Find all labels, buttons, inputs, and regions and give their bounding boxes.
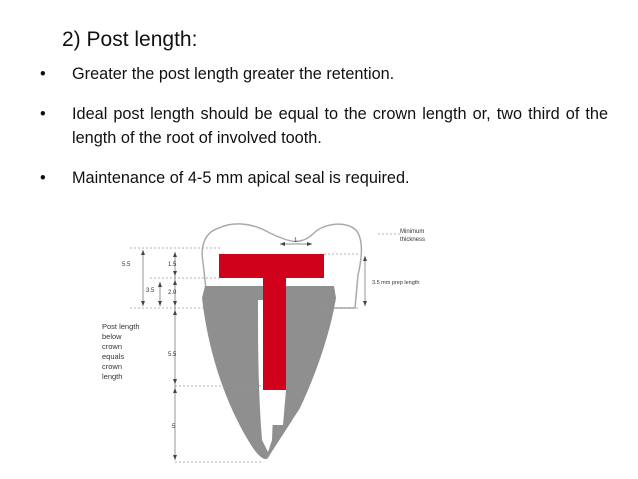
note-line: crown xyxy=(102,342,122,351)
minimum-thickness-label-2: thickness xyxy=(400,237,425,243)
slide-title: 2) Post length: xyxy=(62,28,198,51)
dim-1-label: 1 xyxy=(294,238,298,244)
v-5-label: 5 xyxy=(172,424,176,430)
left-5-5-label: 5.5 xyxy=(122,262,131,268)
bullet-text: Ideal post length should be equal to the… xyxy=(72,105,608,147)
guide-lines xyxy=(130,233,400,463)
prep-length-label: 3.5 mm prep length xyxy=(372,280,419,286)
note-line: Post length xyxy=(102,322,140,331)
post-length-note: Post length below crown equals crown len… xyxy=(102,322,140,381)
note-line: below xyxy=(102,332,122,341)
bullet-item: • Ideal post length should be equal to t… xyxy=(38,102,608,150)
note-line: crown xyxy=(102,362,122,371)
v-1-5-label: 1.5 xyxy=(168,262,177,268)
post-shape xyxy=(219,254,324,390)
arrowheads xyxy=(141,242,367,460)
left-3-5-label: 3.5 xyxy=(146,288,155,294)
bullet-dot: • xyxy=(40,105,46,123)
minimum-thickness-label: Minimum xyxy=(400,229,424,235)
bullet-dot: • xyxy=(40,169,46,187)
apical-seal xyxy=(263,390,286,425)
bullet-text: Maintenance of 4-5 mm apical seal is req… xyxy=(72,169,410,187)
bullet-list: • Greater the post length greater the re… xyxy=(38,62,608,206)
bullet-dot: • xyxy=(40,65,46,83)
v-2-0-label: 2.0 xyxy=(168,290,177,296)
note-line: equals xyxy=(102,352,124,361)
note-line: length xyxy=(102,372,122,381)
bullet-text: Greater the post length greater the rete… xyxy=(72,65,395,83)
bullet-item: • Maintenance of 4-5 mm apical seal is r… xyxy=(38,166,608,190)
bullet-item: • Greater the post length greater the re… xyxy=(38,62,608,86)
v-5-5-label: 5.5 xyxy=(168,352,177,358)
